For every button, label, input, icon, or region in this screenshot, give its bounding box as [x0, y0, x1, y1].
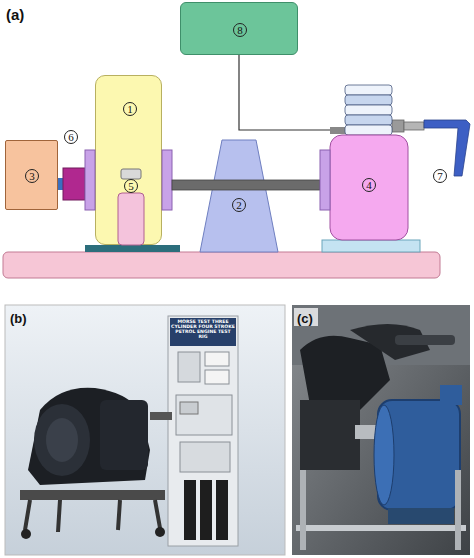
photo-panel-b — [5, 305, 285, 555]
load-cell-ring — [345, 105, 392, 115]
dynamometer-box: 4 — [330, 85, 410, 240]
drive-shaft — [172, 180, 320, 190]
photo-panel-b — [20, 490, 165, 500]
photo-panel-b — [200, 480, 212, 540]
engine-plate — [85, 245, 180, 252]
photo-panel-b — [180, 402, 198, 414]
photo-panel-c — [455, 470, 461, 550]
photo-panel-b — [178, 352, 200, 382]
engine-flange — [85, 150, 172, 210]
photo-panel-b — [176, 395, 232, 435]
shaft-support-outline — [200, 140, 278, 252]
load-cell-ring — [345, 95, 392, 105]
photo-panel-b — [46, 418, 78, 462]
dyno-body — [330, 135, 408, 240]
fuel-tank: 5 — [116, 169, 146, 246]
callout-number: 7 — [433, 169, 447, 183]
signal-wire — [239, 55, 330, 130]
engine-flange — [162, 150, 172, 210]
photo-panel-c — [395, 335, 455, 345]
drive-shaft — [172, 180, 320, 190]
tank-body — [118, 193, 144, 245]
support-shape — [200, 140, 278, 252]
photo-panel-b — [34, 404, 90, 476]
photo-panel-b — [168, 316, 238, 546]
photo-panel-c — [440, 385, 462, 405]
photo-panel-c — [300, 470, 306, 550]
load-cell-ring — [345, 85, 392, 95]
photo-panel-b — [184, 480, 196, 540]
exhaust-pipe — [424, 120, 470, 176]
photo-panel-b — [5, 305, 285, 555]
load-cell-ring — [345, 115, 392, 125]
load-cell-ring — [345, 125, 392, 135]
photo-panel-c — [294, 308, 318, 326]
photo-panel-b — [170, 318, 236, 346]
photo-panel-c — [300, 400, 360, 470]
photo-panel-b — [21, 529, 31, 539]
shaft-support: 2 — [200, 140, 278, 252]
callout-number: 8 — [233, 23, 247, 37]
panel-label: (c) — [297, 311, 313, 326]
starter-box: 3 — [5, 140, 58, 210]
base-platform — [3, 252, 440, 278]
controller-box: 8 — [180, 2, 298, 55]
photo-panel-b — [150, 412, 172, 420]
photo-panel-b — [25, 500, 160, 532]
tank-cap — [121, 169, 141, 179]
photo-panel-b — [155, 527, 165, 537]
callout-number: 1 — [123, 102, 137, 116]
callout-number: 2 — [232, 198, 246, 212]
coupling — [54, 168, 85, 200]
engine-box: 15 — [95, 75, 162, 245]
photo-panel-b — [100, 400, 148, 470]
photo-panel-b — [205, 352, 229, 366]
callout-circle: 7 — [432, 168, 448, 184]
photo-panel-b — [205, 370, 229, 384]
photo-panel-c — [296, 525, 466, 531]
panel-label: (a) — [6, 6, 24, 23]
photo-panel-c — [388, 508, 454, 524]
photo-panel-b — [5, 305, 285, 555]
callout-number: 6 — [64, 130, 78, 144]
photo-panel-b — [180, 442, 230, 472]
exhaust-fitting — [404, 122, 424, 130]
exhaust-pipe — [424, 120, 470, 176]
dynamometer-flange — [320, 150, 330, 210]
callout-number: 5 — [124, 179, 138, 193]
exhaust-fitting — [392, 120, 404, 132]
sign-text: MORSE TEST THREE CYLINDER FOUR STROKE PE… — [171, 319, 235, 339]
coupling — [63, 168, 85, 200]
dynamometer-flange — [320, 150, 330, 210]
panel-label: (b) — [10, 311, 27, 326]
callout-number: 4 — [362, 178, 376, 192]
photo-panel-c — [292, 305, 470, 555]
engine-flange — [85, 150, 95, 210]
callout-number: 3 — [25, 169, 39, 183]
dynamometer-base — [322, 240, 420, 252]
engine-plate — [85, 245, 180, 252]
photo-panel-b — [28, 388, 150, 485]
sensor-nub — [330, 127, 346, 134]
photo-panel-c — [374, 405, 394, 505]
dynamometer-box-outline — [330, 85, 410, 240]
base-platform — [3, 252, 440, 278]
photo-panel-b — [216, 480, 228, 540]
callout-circle: 6 — [63, 129, 79, 145]
dynamometer-base — [322, 240, 420, 252]
exhaust-fitting — [392, 120, 424, 132]
photo-panel-c — [292, 305, 470, 555]
